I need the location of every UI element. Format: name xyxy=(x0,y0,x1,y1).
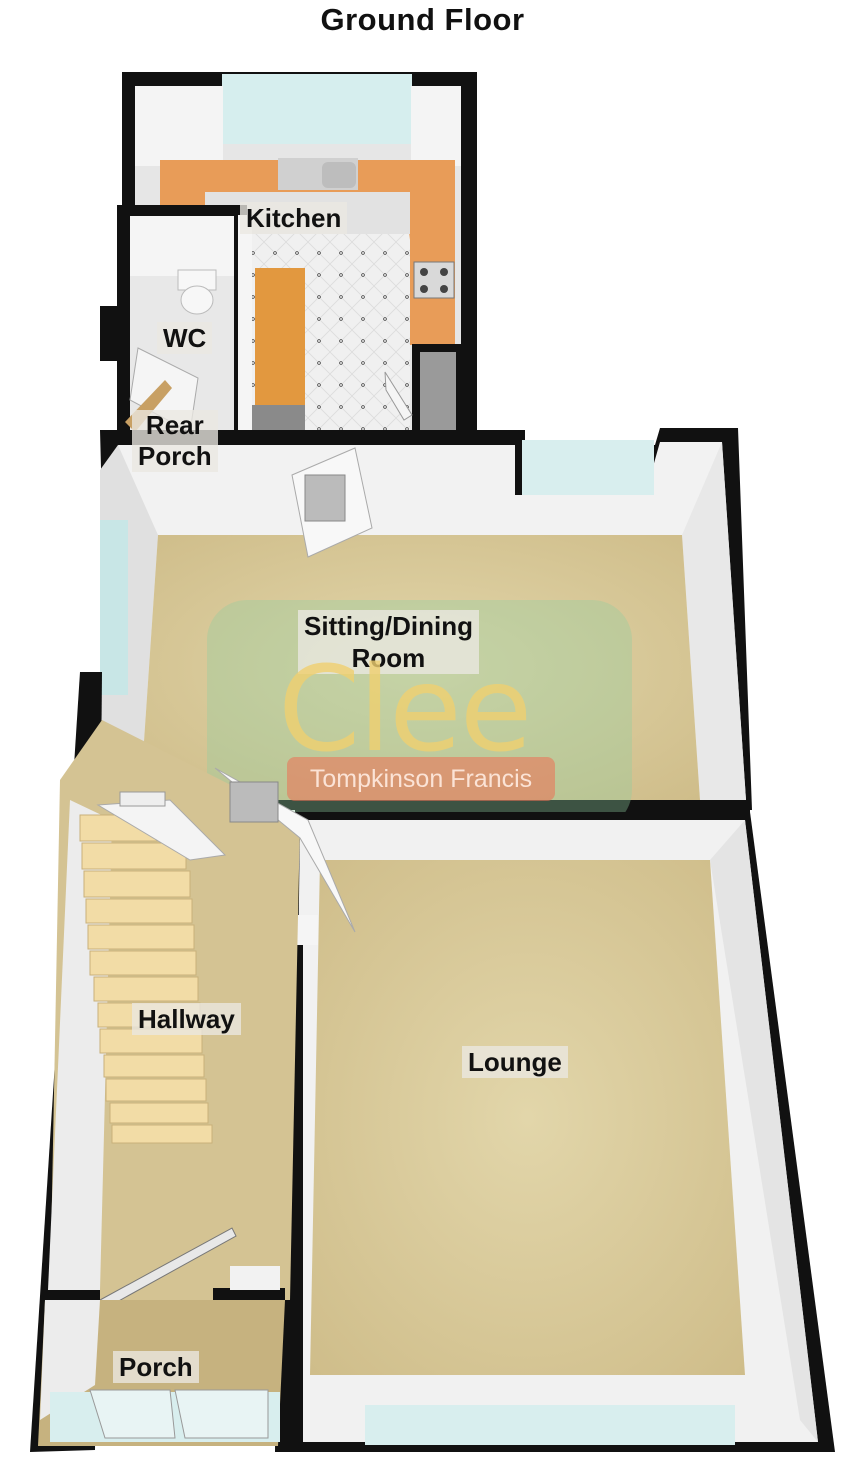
rear-porch-label-line2: Porch xyxy=(138,441,212,471)
kitchen-area xyxy=(122,72,477,445)
staircase xyxy=(79,791,227,1144)
lounge-room xyxy=(275,812,835,1452)
porch-label: Porch xyxy=(113,1351,199,1383)
lounge-label: Lounge xyxy=(462,1046,568,1078)
rear-porch-label-line1: Rear xyxy=(145,410,204,440)
hallway-label: Hallway xyxy=(132,1003,241,1035)
floor-title: Ground Floor xyxy=(320,2,525,37)
watermark-subtitle: Tompkinson Francis xyxy=(287,757,555,801)
rear-porch-label: Rear Porch xyxy=(132,410,218,472)
sitting-dining-label-line2: Room xyxy=(351,643,426,673)
kitchen-label: Kitchen xyxy=(240,202,348,234)
sitting-dining-label: Sitting/Dining Room xyxy=(298,610,479,674)
watermark-brand: Clee xyxy=(278,640,532,778)
wc-label: WC xyxy=(157,322,213,354)
sitting-dining-label-line1: Sitting/Dining xyxy=(304,611,473,641)
